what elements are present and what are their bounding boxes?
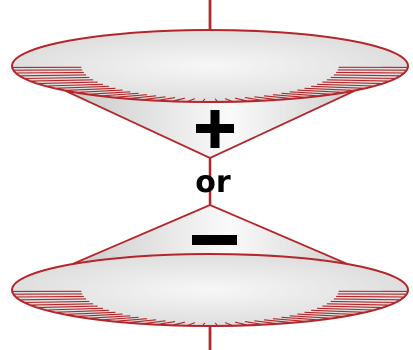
cone-ruling-line [322,305,383,309]
cone-ruling-line [156,321,176,326]
cone-ruling-line [316,307,375,311]
cone-ruling-line [224,322,234,327]
cone-ruling-line [37,81,98,85]
upper-cone-rulings [12,66,408,103]
cone-ruling-line [254,320,279,325]
cone-ruling-line [64,87,116,91]
cone-ruling-line [30,79,94,82]
cone-ruling-line [54,309,109,313]
cone-ruling-line [45,307,104,311]
cone-ruling-line [201,322,206,327]
cone-ruling-line [64,311,116,315]
cone-ruling-line [127,319,157,324]
cone-ruling-line [244,97,264,102]
cone-ruling-line [304,311,356,315]
cone-ruling-line [186,322,196,327]
cone-ruling-line [214,98,219,103]
cone-ruling-line [45,83,104,87]
lower-cone-rim [11,253,409,327]
cone-ruling-line [244,321,264,326]
cone-ruling-line [141,96,166,101]
cone-ruling-line [333,74,401,77]
cone-ruling-line [75,313,123,317]
cone-ruling-line [54,85,109,89]
cone-ruling-line [15,295,84,298]
or-label: or [195,165,231,200]
cone-ruling-line [87,91,131,95]
cone-ruling-line [272,94,307,98]
cone-ruling-line [311,85,366,89]
cone-ruling-line [24,76,90,80]
cone-ruling-line [336,295,405,298]
cone-ruling-line [113,94,148,98]
cone-ruling-line [141,320,166,325]
cone-ruling-line [336,71,405,74]
cone-ruling-line [333,298,401,301]
cone-ruling-line [326,79,390,82]
cone-ruling-line [87,315,131,319]
cone-ruling-line [311,309,366,313]
cone-ruling-line [289,315,333,319]
lower-cone [11,204,409,327]
cone-ruling-line [322,81,383,85]
upper-cone [11,29,409,159]
cone-ruling-line [289,91,333,95]
cone-ruling-line [127,95,157,100]
cone-ruling-line [19,298,87,301]
cone-ruling-line [234,321,249,326]
plus-sign-vertical [210,110,220,148]
cone-ruling-line [19,74,87,77]
cone-ruling-line [37,305,98,309]
cone-ruling-line [326,303,390,306]
cone-ruling-line [263,319,293,324]
cone-ruling-line [234,97,249,102]
cone-ruling-line [297,89,345,93]
cone-ruling-line [24,300,90,304]
cone-ruling-line [99,316,139,321]
cone-ruling-line [214,322,219,327]
minus-sign [192,235,237,245]
cone-ruling-line [99,92,139,97]
cone-ruling-line [15,71,84,74]
cone-ruling-line [316,83,375,87]
lower-cone-rulings [12,290,408,327]
cone-ruling-line [297,313,345,317]
cone-ruling-line [263,95,293,100]
upper-cone-rim [11,29,409,103]
cone-ruling-line [304,87,356,91]
cone-ruling-line [171,321,186,326]
cone-ruling-line [156,97,176,102]
cone-ruling-line [186,98,196,103]
cone-ruling-line [254,96,279,101]
cone-ruling-line [171,97,186,102]
cone-ruling-line [330,300,396,304]
cone-ruling-line [281,316,321,321]
cone-ruling-line [75,89,123,93]
cone-ruling-line [201,98,206,103]
cone-ruling-line [224,98,234,103]
cone-ruling-line [113,318,148,322]
cone-ruling-line [330,76,396,80]
cone-ruling-line [281,92,321,97]
cone-ruling-line [272,318,307,322]
cone-ruling-line [30,303,94,306]
